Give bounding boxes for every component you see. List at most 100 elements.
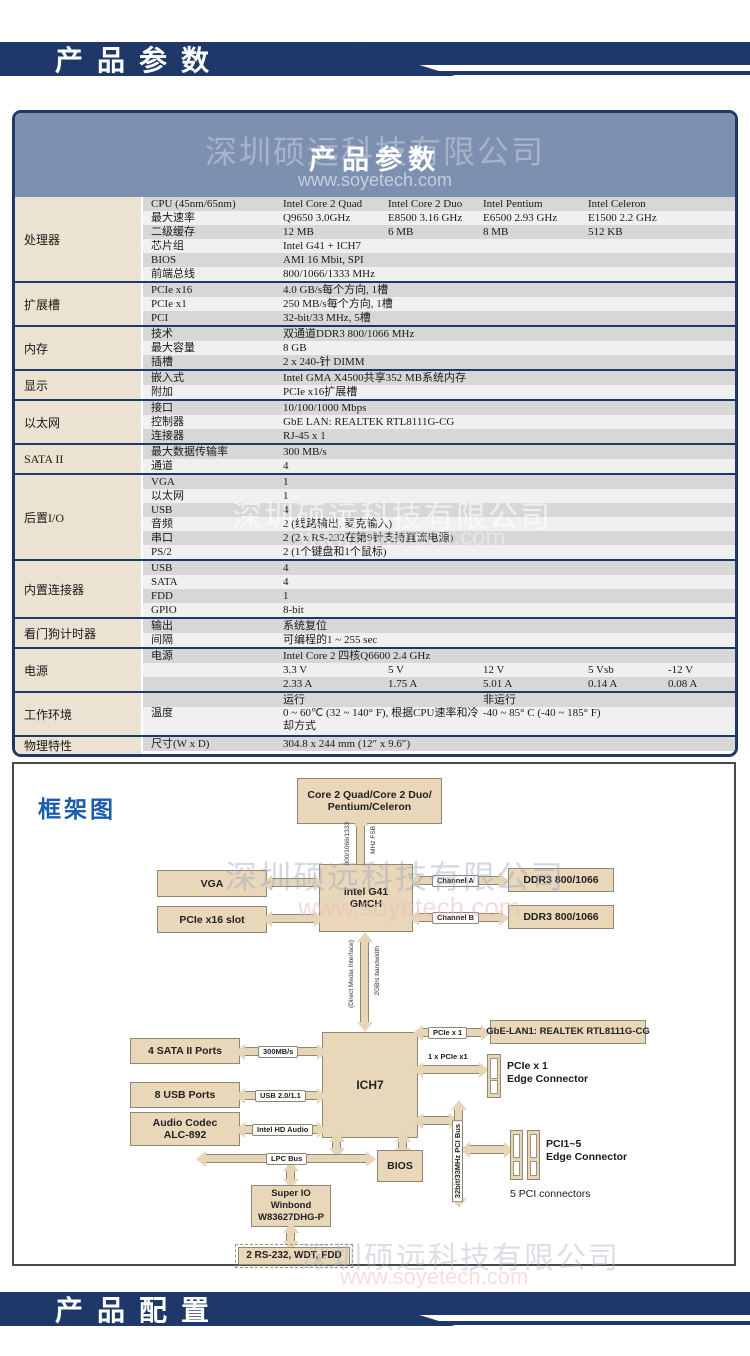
- row-value: 双通道DDR3 800/1066 MHz: [283, 328, 415, 340]
- gbe-lan-box: GbE-LAN1: REALTEK RTL8111G-CG: [486, 1020, 650, 1044]
- row-value: 4: [283, 576, 289, 588]
- category-label: SATA II: [15, 445, 143, 473]
- row-label: 二级缓存: [151, 226, 195, 238]
- category-label: 物理特性: [15, 737, 143, 754]
- row-value: Intel G41 + ICH7: [283, 240, 361, 252]
- pcie-x1-slot-icon: [487, 1054, 501, 1098]
- row-label: [143, 663, 283, 677]
- row-value: E1500 2.2 GHz: [588, 212, 657, 224]
- spec-card-title: 产品参数: [309, 145, 441, 175]
- row-value: 0 ~ 60℃ (32 ~ 140° F), 根据CPU速率和冷却方式: [283, 707, 479, 732]
- row-value: -40 ~ 85° C (-40 ~ 185° F): [483, 707, 601, 719]
- table-row: 接口 10/100/1000 Mbps: [143, 401, 735, 415]
- row-label: PCIe x1: [151, 298, 187, 310]
- category-label: 内存: [15, 327, 143, 369]
- ich7-pci-arrow: [423, 1116, 449, 1125]
- category-label: 以太网: [15, 401, 143, 443]
- row-label: BIOS: [151, 254, 177, 266]
- row-value: 4: [283, 504, 289, 516]
- row-value: 4: [283, 562, 289, 574]
- row-label: PCI: [151, 312, 169, 324]
- pci-slots-arrow: [470, 1145, 504, 1154]
- category-label: 看门狗计时器: [15, 619, 143, 647]
- audio-codec-box: Audio Codec ALC-892: [130, 1112, 240, 1146]
- row-label: PS/2: [151, 546, 172, 558]
- category-label: 工作环境: [15, 693, 143, 735]
- pci-slot-icon: [510, 1130, 523, 1180]
- row-value: 512 KB: [588, 226, 623, 238]
- table-row: 嵌入式 Intel GMA X4500共享352 MB系统内存: [143, 371, 735, 385]
- hd-audio-label: Intel HD Audio: [252, 1124, 314, 1136]
- section-banner-config: 产品配置: [0, 1292, 750, 1326]
- row-value: 非运行: [483, 694, 516, 706]
- row-value: 系统复位: [283, 620, 327, 632]
- row-value: 10/100/1000 Mbps: [283, 402, 367, 414]
- row-value: AMI 16 Mbit, SPI: [283, 254, 364, 266]
- row-label: 温度: [151, 707, 173, 719]
- row-value: 250 MB/s每个方向, 1槽: [283, 298, 393, 310]
- lpc-superio-arrow: [286, 1171, 295, 1179]
- vga-box: VGA: [157, 870, 267, 897]
- pcie16-gmch-arrow: [272, 914, 314, 923]
- section-banner-params: 产品参数: [0, 42, 750, 76]
- category-label: 后置I/O: [15, 475, 143, 559]
- ddr3-channel-a-box: DDR3 800/1066: [508, 868, 614, 892]
- ddr3-channel-b-box: DDR3 800/1066: [508, 905, 614, 929]
- row-value: 304.8 x 244 mm (12″ x 9.6″): [283, 738, 411, 750]
- table-row: BIOS AMI 16 Mbit, SPI: [143, 253, 735, 267]
- row-label: 接口: [151, 402, 173, 414]
- row-value: Intel GMA X4500共享352 MB系统内存: [283, 372, 467, 384]
- fsb-arrow: [356, 826, 365, 864]
- watermark-url: www.soyetech.com: [340, 1264, 529, 1289]
- row-label: 最大速率: [151, 212, 195, 224]
- row-value: 3.3 V: [283, 664, 308, 676]
- pci-edge-label: PCI1~5 Edge Connector: [546, 1138, 628, 1163]
- spec-group: 物理特性尺寸(W x D)304.8 x 244 mm (12″ x 9.6″): [15, 735, 735, 754]
- row-label: 附加: [151, 386, 173, 398]
- row-label: 嵌入式: [151, 372, 184, 384]
- row-label: 控制器: [151, 416, 184, 428]
- usb-ports-box: 8 USB Ports: [130, 1082, 240, 1108]
- ich7-box: ICH7: [322, 1032, 418, 1138]
- rs232-wdt-fdd-box: 2 RS-232, WDT, FDD: [235, 1244, 353, 1268]
- row-value: 2 x 240-针 DIMM: [283, 356, 365, 368]
- table-row: 输出 系统复位: [143, 619, 735, 633]
- row-value: Intel Celeron: [588, 198, 646, 210]
- row-label: 技术: [151, 328, 173, 340]
- channel-a-label: Channel A: [432, 875, 479, 887]
- row-label: USB: [151, 562, 173, 574]
- lpc-bus-label: LPC Bus: [266, 1153, 308, 1165]
- row-label: 最大容量: [151, 342, 195, 354]
- row-label: 输出: [151, 620, 173, 632]
- category-label: 处理器: [15, 197, 143, 281]
- row-value: Intel Core 2 四核Q6600 2.4 GHz: [283, 650, 431, 662]
- row-value: E8500 3.16 GHz: [388, 212, 463, 224]
- cpu-box: Core 2 Quad/Core 2 Duo/ Pentium/Celeron: [297, 778, 442, 824]
- row-value: 2 (线路输出, 麦克输入): [283, 518, 393, 530]
- row-value: Intel Pentium: [483, 198, 543, 210]
- row-value: 1.75 A: [388, 678, 418, 690]
- pci-bus-label: 32bit/33MHz PCI Bus: [452, 1120, 463, 1203]
- row-label: USB: [151, 504, 173, 516]
- row-value: 0.14 A: [588, 678, 618, 690]
